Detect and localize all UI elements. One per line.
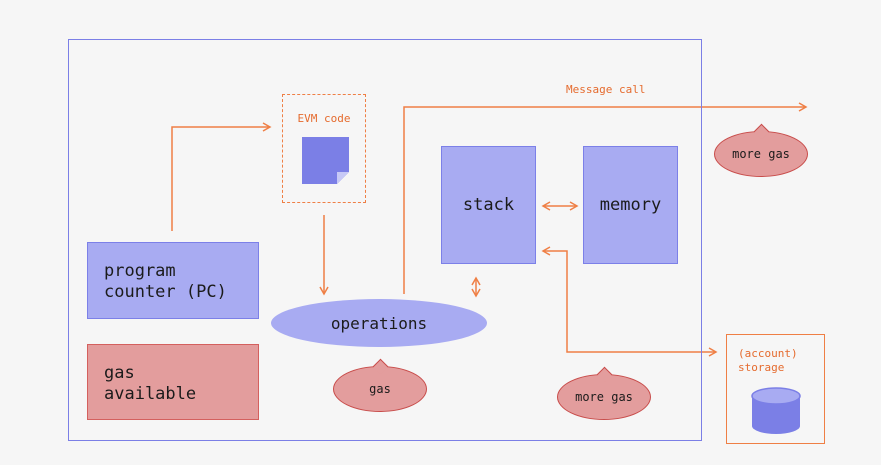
program-counter-line1: program (104, 261, 176, 281)
operations-ellipse: operations (271, 299, 487, 347)
gas-available-box: gas available (87, 344, 259, 420)
stack-label: stack (462, 195, 515, 215)
storage-label-line1: (account) (738, 347, 798, 360)
evm-frame (68, 39, 702, 441)
gas-bubble: gas (333, 366, 427, 412)
more-gas-bottom-label: more gas (575, 390, 633, 404)
storage-label: (account) storage (738, 347, 798, 375)
document-icon (302, 137, 349, 184)
memory-box: memory (583, 146, 678, 264)
memory-label: memory (599, 195, 662, 215)
more-gas-bubble-top: more gas (714, 131, 808, 177)
storage-label-line2: storage (738, 361, 785, 374)
gas-label: gas (369, 382, 391, 396)
message-call-arrow (403, 102, 808, 294)
evm-code-label: EVM code (297, 112, 351, 125)
pc-to-evm-arrow (171, 122, 272, 231)
operations-label: operations (330, 313, 428, 333)
gas-available-line2: available (104, 384, 197, 404)
message-call-label: Message call (566, 83, 646, 96)
evm-code-box: EVM code (282, 94, 366, 203)
more-gas-bubble-bottom: more gas (557, 374, 651, 420)
program-counter-box: program counter (PC) (87, 242, 259, 319)
account-storage-box: (account) storage (726, 334, 825, 444)
gas-available-line1: gas (104, 363, 135, 383)
more-gas-top-label: more gas (732, 147, 790, 161)
database-icon (751, 387, 801, 434)
program-counter-line2: counter (PC) (104, 282, 227, 302)
stack-box: stack (441, 146, 536, 264)
stack-storage-arrow (541, 246, 718, 357)
